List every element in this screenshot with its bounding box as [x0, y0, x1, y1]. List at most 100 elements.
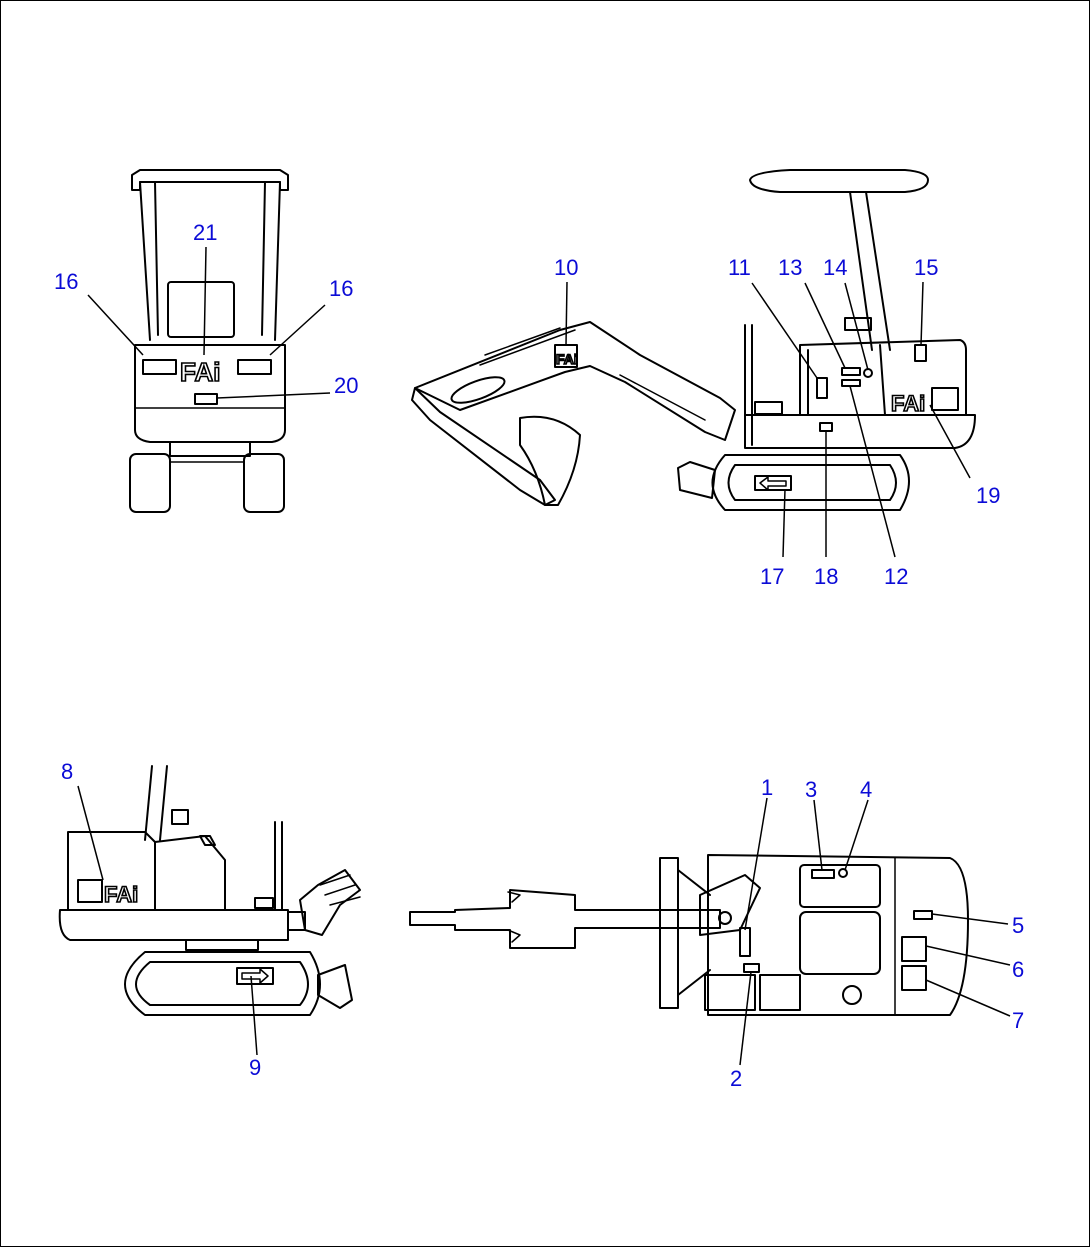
callout-2: 2	[730, 1066, 742, 1091]
leader-1	[744, 797, 768, 931]
callout-12: 12	[884, 564, 908, 589]
upper-structure-top	[707, 854, 969, 1016]
logo-19: FAi	[891, 391, 925, 416]
left-side-view: FAi FAi	[411, 169, 1000, 589]
leader-5	[931, 913, 1009, 925]
callout-21: 21	[193, 220, 217, 245]
track-right	[124, 951, 321, 1016]
decal-9	[236, 967, 274, 985]
decal-15	[914, 344, 927, 362]
track-inner	[727, 464, 897, 501]
cab-floor	[799, 911, 881, 975]
callout-9: 9	[249, 1055, 261, 1080]
boom-cylinder	[479, 327, 706, 421]
arm-cylinder	[450, 376, 506, 404]
callout-15: 15	[914, 255, 938, 280]
callout-10: 10	[554, 255, 578, 280]
canopy-post-side	[849, 191, 891, 351]
callout-13: 13	[778, 255, 802, 280]
step	[754, 401, 783, 415]
decal-6	[901, 936, 927, 962]
pivot-pin	[718, 911, 732, 925]
canopy-roof-side	[749, 169, 929, 193]
upper-body	[799, 339, 967, 416]
dozer-blade-right	[317, 964, 353, 1009]
rear-center-frame	[169, 441, 251, 457]
fuel-cap	[842, 985, 862, 1005]
leader-21	[203, 246, 207, 356]
model-decal-8	[77, 879, 103, 903]
callout-19: 19	[976, 483, 1000, 508]
logo-21: FAi	[180, 357, 220, 387]
leader-15	[920, 281, 924, 346]
boom-top	[409, 889, 721, 949]
decal-4	[838, 868, 848, 878]
front-post-right	[274, 821, 283, 911]
callout-11: 11	[728, 255, 751, 280]
seat-top	[799, 864, 881, 908]
decal-16-right	[237, 359, 272, 375]
decal-16-left	[142, 359, 177, 375]
callout-5: 5	[1012, 913, 1024, 938]
top-view: 1 3 4 5 6 7 2	[409, 775, 1024, 1091]
leader-4	[844, 799, 869, 871]
dozer-blade-top	[659, 857, 679, 1009]
leader-2	[739, 971, 752, 1066]
arm	[411, 387, 556, 506]
boom	[414, 321, 736, 441]
dozer-blade	[677, 461, 716, 499]
decal-3	[811, 869, 835, 879]
callout-4: 4	[860, 777, 872, 802]
boom-cylinders-right	[319, 874, 361, 906]
handle-right	[171, 809, 189, 825]
callout-3: 3	[805, 777, 817, 802]
rear-body	[134, 344, 286, 443]
track-inner-right	[135, 961, 309, 1006]
swing-ring	[185, 939, 259, 951]
arrow-right-icon	[241, 968, 269, 984]
decal-5	[913, 910, 933, 920]
leader-12	[849, 385, 896, 558]
rear-view: FAi 16 21 16 20	[54, 169, 358, 513]
upper-body-lines	[807, 344, 886, 416]
callout-16-left: 16	[54, 269, 78, 294]
leader-7	[925, 979, 1011, 1017]
leader-17	[782, 488, 786, 558]
bucket-teeth	[507, 891, 521, 943]
callout-14: 14	[823, 255, 847, 280]
step-right	[254, 897, 274, 909]
decal-14	[863, 368, 873, 378]
callout-8: 8	[61, 759, 73, 784]
decal-17	[754, 475, 792, 491]
callout-1: 1	[761, 775, 773, 800]
leader-20	[216, 392, 331, 399]
callout-18: 18	[814, 564, 838, 589]
lower-body-right	[58, 909, 289, 941]
decal-2	[743, 963, 760, 973]
decal-12	[841, 379, 861, 387]
bucket	[519, 415, 581, 506]
engine-hood	[67, 831, 156, 911]
callout-6: 6	[1012, 957, 1024, 982]
cab-body	[154, 835, 226, 911]
decal-20	[194, 393, 218, 405]
leader-9	[250, 975, 258, 1056]
leader-13	[804, 282, 846, 369]
decal-7	[901, 965, 927, 991]
logo-10: FAi	[556, 351, 578, 367]
rear-right-track	[243, 453, 285, 513]
callout-16-right: 16	[329, 276, 353, 301]
leader-11	[751, 282, 818, 379]
callout-17: 17	[760, 564, 784, 589]
leader-16-left	[87, 294, 144, 356]
lever	[199, 835, 216, 846]
model-decal	[931, 387, 959, 411]
right-side-view: FAi 8 9	[58, 759, 361, 1080]
rear-left-track	[129, 453, 171, 513]
decal-13	[841, 367, 861, 376]
step-top	[759, 974, 801, 1011]
decal-18	[819, 422, 833, 432]
canopy-posts	[139, 181, 281, 341]
